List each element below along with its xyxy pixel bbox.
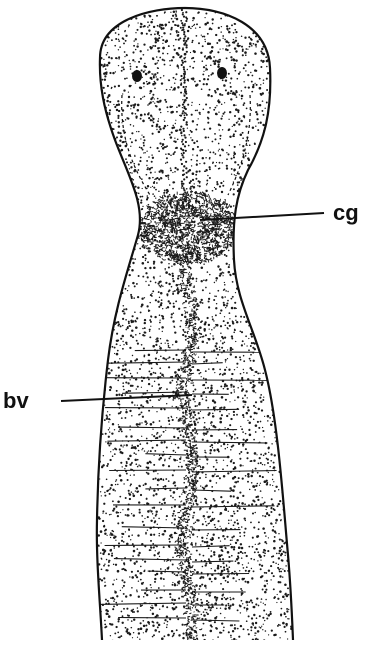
eye-spot-left: [132, 70, 142, 82]
label-cg: cg: [333, 200, 359, 225]
eye-spot-right: [217, 67, 227, 79]
label-bv: bv: [3, 388, 29, 413]
